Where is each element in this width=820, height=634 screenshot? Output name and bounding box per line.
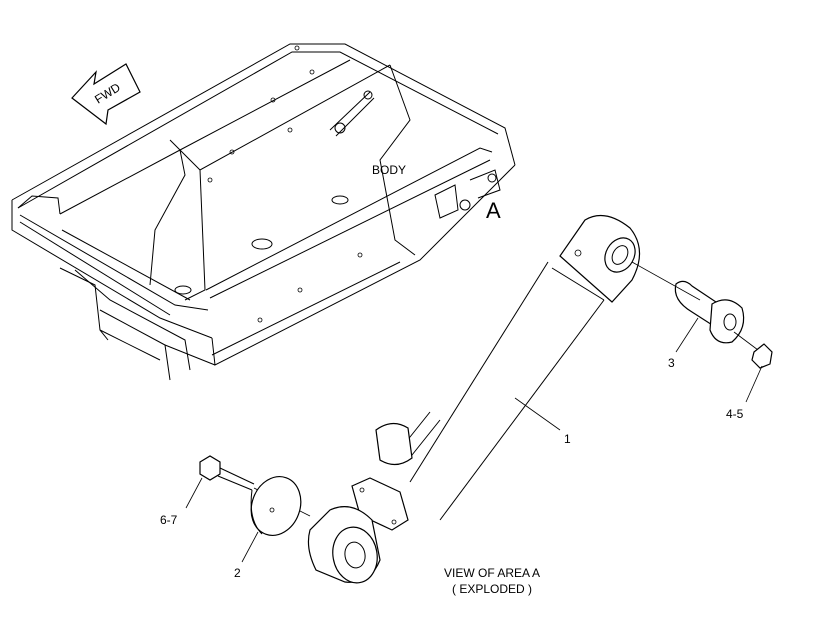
bolt-part-6-7: 6-7 [160, 455, 311, 527]
callout-4-5: 4-5 [726, 407, 744, 421]
view-caption: VIEW OF AREA A [444, 566, 540, 580]
area-a-label: A [486, 198, 501, 223]
end-bushing [307, 506, 381, 584]
callout-3: 3 [668, 356, 675, 370]
dump-body: BODY A [11, 43, 516, 381]
callout-6-7: 6-7 [160, 513, 178, 527]
pin-part-3: 3 [631, 261, 745, 370]
callout-2: 2 [234, 566, 241, 580]
callout-1: 1 [564, 432, 571, 446]
view-caption-sub: ( EXPLODED ) [452, 582, 532, 596]
washer-part-2: 2 [234, 476, 302, 580]
bolt-part-4-5: 4-5 [726, 331, 773, 421]
fwd-arrow-icon: FWD [71, 63, 141, 126]
hydraulic-cylinder: 1 [351, 214, 641, 531]
body-label: BODY [372, 163, 406, 177]
